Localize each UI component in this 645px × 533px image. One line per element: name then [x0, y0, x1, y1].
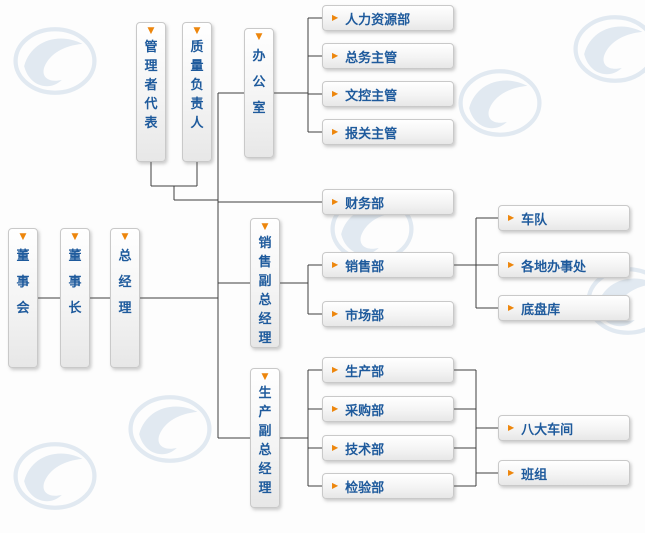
node-label: 总务主管 — [345, 50, 398, 66]
node-quality-manager: ▼ 质量负责人 — [182, 22, 212, 162]
node-label: 检验部 — [345, 480, 385, 496]
node-label: 销售副总经理 — [258, 236, 272, 346]
node-purchasing-department: ▶ 采购部 — [322, 396, 454, 422]
node-chassis-warehouse: ▶ 底盘库 — [498, 295, 630, 321]
arrow-right-icon: ▶ — [332, 481, 339, 490]
node-production-vice-gm: ▼ 生产副总经理 — [250, 368, 280, 508]
node-technology-department: ▶ 技术部 — [322, 435, 454, 461]
arrow-down-icon: ▼ — [261, 372, 269, 382]
logo-watermark — [457, 67, 543, 143]
node-regional-offices: ▶ 各地办事处 — [498, 252, 630, 278]
arrow-right-icon: ▶ — [332, 309, 339, 318]
arrow-right-icon: ▶ — [508, 213, 515, 222]
arrow-right-icon: ▶ — [332, 127, 339, 136]
arrow-down-icon: ▼ — [71, 232, 79, 242]
node-hr-department: ▶ 人力资源部 — [322, 5, 454, 31]
arrow-down-icon: ▼ — [147, 26, 155, 36]
arrow-right-icon: ▶ — [508, 303, 515, 312]
arrow-down-icon: ▼ — [121, 232, 129, 242]
node-label: 人力资源部 — [345, 12, 411, 28]
node-work-teams: ▶ 班组 — [498, 460, 630, 486]
node-label: 质量负责人 — [190, 40, 204, 131]
node-label: 采购部 — [345, 403, 385, 419]
node-label: 财务部 — [345, 196, 385, 212]
node-label: 班组 — [521, 467, 548, 483]
arrow-right-icon: ▶ — [332, 404, 339, 413]
node-label: 底盘库 — [521, 302, 561, 318]
arrow-right-icon: ▶ — [332, 51, 339, 60]
logo-watermark — [127, 393, 213, 469]
arrow-right-icon: ▶ — [332, 89, 339, 98]
node-marketing-department: ▶ 市场部 — [322, 301, 454, 327]
arrow-down-icon: ▼ — [193, 26, 201, 36]
node-label: 文控主管 — [345, 88, 398, 104]
node-label: 八大车间 — [521, 422, 574, 438]
node-management-representative: ▼ 管理者代表 — [136, 22, 166, 162]
node-label: 市场部 — [345, 308, 385, 324]
logo-watermark — [572, 13, 645, 89]
node-customs-supervisor: ▶ 报关主管 — [322, 119, 454, 145]
node-label: 技术部 — [345, 442, 385, 458]
node-eight-workshops: ▶ 八大车间 — [498, 415, 630, 441]
logo-watermark — [12, 25, 98, 101]
node-production-department: ▶ 生产部 — [322, 357, 454, 383]
arrow-down-icon: ▼ — [255, 32, 263, 42]
arrow-right-icon: ▶ — [332, 260, 339, 269]
arrow-right-icon: ▶ — [508, 260, 515, 269]
node-general-manager: ▼ 总经理 — [110, 228, 140, 368]
node-label: 各地办事处 — [521, 259, 587, 275]
node-sales-vice-gm: ▼ 销售副总经理 — [250, 218, 280, 348]
node-office: ▼ 办公室 — [244, 28, 274, 158]
arrow-right-icon: ▶ — [508, 468, 515, 477]
arrow-right-icon: ▶ — [332, 443, 339, 452]
arrow-right-icon: ▶ — [332, 365, 339, 374]
node-general-affairs-supervisor: ▶ 总务主管 — [322, 43, 454, 69]
node-label: 车队 — [521, 212, 548, 228]
node-sales-department: ▶ 销售部 — [322, 252, 454, 278]
node-label: 办公室 — [252, 49, 266, 116]
node-inspection-department: ▶ 检验部 — [322, 473, 454, 499]
node-label: 销售部 — [345, 259, 385, 275]
node-fleet: ▶ 车队 — [498, 205, 630, 231]
arrow-right-icon: ▶ — [332, 197, 339, 206]
node-label: 生产部 — [345, 364, 385, 380]
node-chairman: ▼ 董事长 — [60, 228, 90, 368]
arrow-down-icon: ▼ — [261, 222, 269, 232]
node-label: 生产副总经理 — [258, 386, 272, 496]
node-label: 董事长 — [68, 249, 82, 316]
arrow-down-icon: ▼ — [19, 232, 27, 242]
arrow-right-icon: ▶ — [508, 423, 515, 432]
node-document-control-supervisor: ▶ 文控主管 — [322, 81, 454, 107]
node-label: 报关主管 — [345, 126, 398, 142]
arrow-right-icon: ▶ — [332, 13, 339, 22]
node-board-of-directors: ▼ 董事会 — [8, 228, 38, 368]
node-label: 董事会 — [16, 249, 30, 316]
node-label: 总经理 — [118, 249, 132, 316]
logo-watermark — [12, 440, 98, 516]
node-finance-department: ▶ 财务部 — [322, 189, 454, 215]
node-label: 管理者代表 — [144, 40, 158, 131]
